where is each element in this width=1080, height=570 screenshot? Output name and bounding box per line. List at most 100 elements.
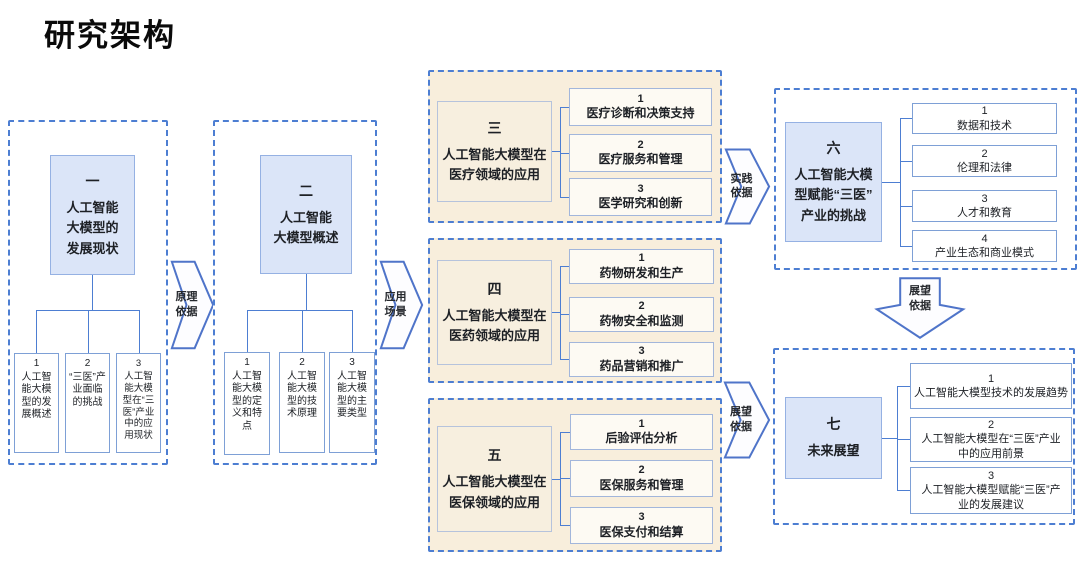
item-number: 2 [299,357,305,368]
panel-section-1: 一 人工智能 大模型的 发展现状 1 人工智能大模型的发展概述 2 “三医”产业… [8,120,168,465]
connector-line [560,197,569,198]
section-3-title: 人工智能大模型在 医疗领域的应用 [442,146,547,182]
item-number: 1 [637,92,644,105]
connector-line [552,479,560,480]
item-label: 药物安全和监测 [599,313,684,328]
connector-line [306,274,307,310]
connector-line [552,312,560,313]
section-6-item-1: 1 数据和技术 [912,103,1057,134]
section-4-title: 人工智能大模型在 医药领域的应用 [442,307,547,343]
section-6-title: 人工智能大模 型赋能“三医” 产业的挑战 [794,167,873,223]
connector-line [897,490,910,491]
item-label: “三医”产业面临的挑战 [69,371,106,408]
item-number: 2 [84,358,91,369]
panel-section-5: 五 人工智能大模型在 医保领域的应用 1 后验评估分析 2 医保服务和管理 3 … [428,398,722,552]
arrow-outlook-basis-down: 展望 依据 [875,277,965,339]
connector-line [560,359,569,360]
item-number: 1 [244,357,250,368]
connector-line [560,107,569,108]
chevron-right-icon [725,383,769,458]
item-label: 医疗诊断和决策支持 [586,106,695,121]
section-3-item-2: 2 医疗服务和管理 [569,134,712,172]
section-2-item-2: 2 人工智能大模型的技术原理 [279,352,325,453]
arrow-label: 展望 依据 [909,285,931,312]
connector-line [882,182,900,183]
section-7-title: 未来展望 [807,443,860,459]
section-3-number: 三 [487,119,502,136]
panel-section-6: 六 人工智能大模 型赋能“三医” 产业的挑战 1 数据和技术 2 伦理和法律 3… [774,88,1077,270]
connector-line [900,161,912,162]
section-3-item-3: 3 医学研究和创新 [569,178,712,216]
connector-line [92,275,93,310]
section-4-item-1: 1 药物研发和生产 [569,249,714,284]
section-6-item-2: 2 伦理和法律 [912,145,1057,177]
section-1-title: 人工智能 大模型的 发展现状 [66,200,119,256]
item-label: 药物研发和生产 [599,265,684,280]
arrow-label: 原理 依据 [175,291,198,318]
connector-line [352,310,353,352]
section-3-item-1: 1 医疗诊断和决策支持 [569,88,712,126]
item-number: 1 [638,252,645,265]
item-label: 药品营销和推广 [599,358,684,373]
panel-section-7: 七 未来展望 1 人工智能大模型技术的发展趋势 2 人工智能大模型在“三医”产业… [773,348,1075,525]
connector-line [897,439,910,440]
panel-section-4: 四 人工智能大模型在 医药领域的应用 1 药物研发和生产 2 药物安全和监测 3… [428,238,722,383]
section-5-item-3: 3 医保支付和结算 [570,507,713,544]
connector-line [897,386,910,387]
item-label: 人工智能大模型在“三医”产业 中的应用前景 [921,433,1061,460]
item-label: 人工智能大模型的技术原理 [287,370,317,420]
arrow-label: 应用 场景 [384,291,407,318]
section-5-number: 五 [487,447,502,464]
connector-line [560,314,569,315]
section-7-item-3: 3 人工智能大模型赋能“三医”产 业的发展建议 [910,467,1072,514]
connector-line [302,310,303,352]
section-7-item-2: 2 人工智能大模型在“三医”产业 中的应用前景 [910,417,1072,462]
item-label: 医保支付和结算 [599,524,684,539]
item-number: 3 [638,511,645,524]
item-number: 1 [981,105,988,118]
item-label: 伦理和法律 [957,162,1012,174]
section-5-item-2: 2 医保服务和管理 [570,460,713,497]
connector-line [139,310,140,353]
section-7-number: 七 [826,416,841,433]
item-label: 后验评估分析 [605,431,678,446]
chevron-right-icon [381,262,422,348]
section-5-title: 人工智能大模型在 医保领域的应用 [442,474,547,510]
section-1-header: 一 人工智能 大模型的 发展现状 [50,155,135,275]
arrow-application-scenario: 应用 场景 [380,260,423,350]
connector-line [552,151,560,152]
section-6-number: 六 [826,140,841,157]
section-2-title: 人工智能 大模型概述 [273,209,339,245]
item-label: 人工智能大模型赋能“三医”产 业的发展建议 [921,484,1061,511]
item-number: 2 [638,464,645,477]
item-number: 4 [981,232,988,245]
connector-line [897,386,898,491]
arrow-label: 实践 依据 [730,172,753,200]
item-label: 人才和教育 [957,207,1012,219]
section-5-header: 五 人工智能大模型在 医保领域的应用 [437,426,552,532]
connector-line [560,107,561,198]
item-number: 3 [981,192,988,205]
connector-line [560,525,570,526]
section-5-item-1: 1 后验评估分析 [570,414,713,450]
item-label: 人工智能大模型的主要类型 [337,370,367,420]
connector-line [900,118,912,119]
item-number: 3 [638,345,645,358]
connector-line [900,206,912,207]
section-2-header: 二 人工智能 大模型概述 [260,155,352,274]
connector-line [560,266,561,360]
item-number: 3 [637,182,644,195]
item-number: 2 [638,300,645,313]
section-3-header: 三 人工智能大模型在 医疗领域的应用 [437,101,552,202]
item-label: 数据和技术 [957,119,1012,132]
item-number: 2 [981,147,988,160]
item-label: 人工智能大模型在“三医”产业中的应用现状 [122,370,155,442]
section-6-item-4: 4 产业生态和商业模式 [912,230,1057,262]
connector-line [560,153,569,154]
connector-line [560,266,569,267]
page-title: 研究架构 [44,18,176,53]
section-2-item-3: 3 人工智能大模型的主要类型 [329,352,375,453]
connector-line [560,478,570,479]
item-number: 1 [33,358,40,369]
